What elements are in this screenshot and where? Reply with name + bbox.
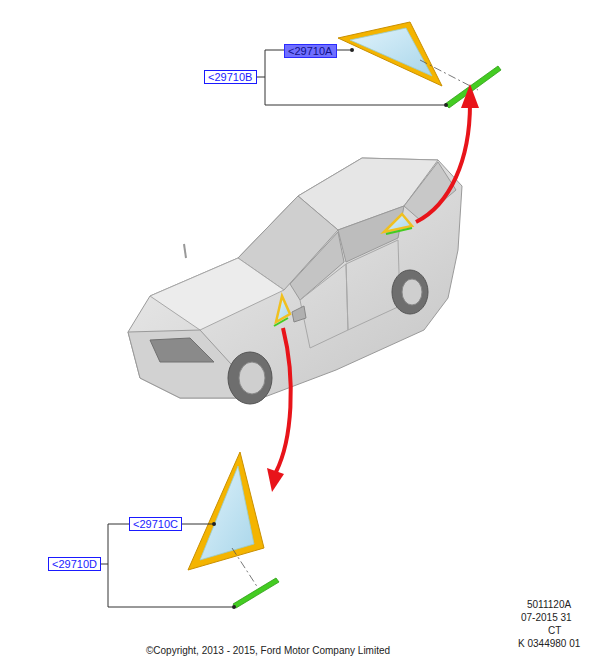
part-number: <29710B xyxy=(208,71,252,83)
drawing-reference: 5011120A xyxy=(527,599,571,610)
part-number: <29710C xyxy=(133,518,178,530)
callout-box: <29710A xyxy=(284,44,337,58)
drawing-reference: CT xyxy=(548,625,561,636)
copyright-note: ©Copyright, 2013 - 2015, Ford Motor Comp… xyxy=(146,645,390,656)
drawing-reference: K 0344980 01 xyxy=(518,638,580,649)
front-moulding xyxy=(233,578,279,608)
red-arrowhead xyxy=(267,468,284,492)
leader-lines xyxy=(99,50,445,607)
front-quarter-glass xyxy=(188,452,264,570)
drawing-reference: 07-2015 31 xyxy=(521,612,572,623)
red-arrow xyxy=(276,328,291,472)
red-arrowhead xyxy=(461,84,479,108)
part-number: <29710D xyxy=(52,558,97,570)
moulding-rear xyxy=(386,228,412,234)
callout-box: <29710B xyxy=(204,70,257,84)
rear-quarter-glass xyxy=(338,22,442,86)
callout-box: <29710C xyxy=(129,517,182,531)
moulding-front xyxy=(274,318,288,326)
callout-box: <29710D xyxy=(48,557,101,571)
rear-moulding xyxy=(445,66,501,108)
part-number: <29710A xyxy=(288,45,332,57)
car-body xyxy=(128,158,462,404)
dash-dot-line xyxy=(420,60,478,90)
red-arrow xyxy=(416,104,470,222)
dash-dot-line xyxy=(232,548,258,588)
